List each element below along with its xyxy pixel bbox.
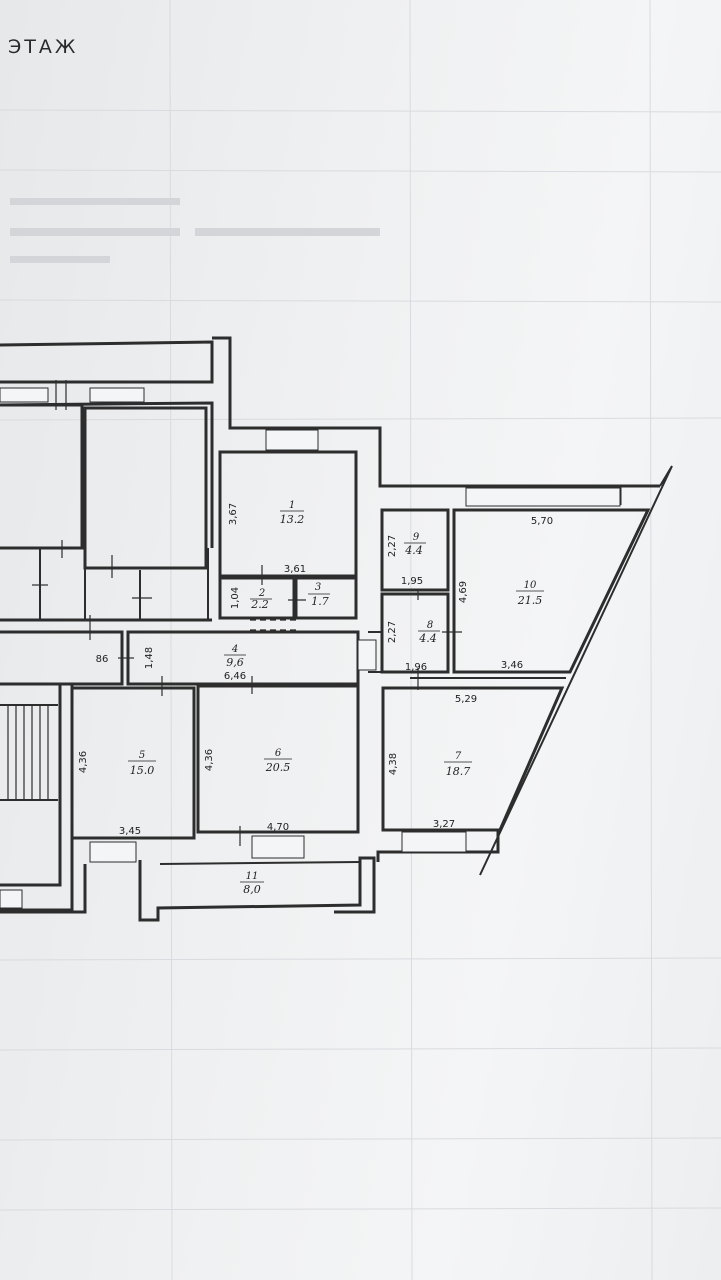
room-4-number: 4	[231, 644, 238, 655]
dim-room7-bottom: 3,27	[433, 819, 455, 830]
room-11-area: 8,0	[243, 883, 261, 896]
room-8-number: 8	[427, 620, 433, 631]
stair-steps	[7, 705, 49, 800]
dim-room6-width: 4,70	[267, 822, 289, 833]
dim-room2-height: 1,04	[230, 587, 241, 609]
room-4-label: 4 9,6	[224, 644, 246, 669]
room-11-number: 11	[246, 871, 259, 882]
room-9-number: 9	[413, 532, 420, 543]
dim-room5-height: 4,36	[78, 751, 89, 773]
room-1-area: 13.2	[280, 513, 305, 526]
room-5-area: 15.0	[130, 764, 155, 777]
room-6-area: 20.5	[265, 761, 291, 774]
room-3-number: 3	[315, 582, 321, 593]
door-marks	[32, 380, 462, 846]
faded-print	[10, 198, 380, 263]
walls	[0, 336, 673, 922]
room-5-number: 5	[139, 750, 145, 761]
dim-room10-height: 4,69	[458, 581, 469, 603]
room-1-label: 1 13.2	[280, 500, 305, 526]
dim-room8-height: 2,27	[387, 621, 398, 643]
dim-room5-width: 3,45	[119, 826, 141, 837]
dim-room9-width: 1,95	[401, 576, 423, 587]
dim-room4-height: 1,48	[144, 647, 155, 669]
dim-room8-width: 1,96	[405, 662, 427, 673]
room-10-area: 21.5	[517, 594, 543, 607]
dim-room7-height: 4,38	[388, 753, 399, 775]
room-9-area: 4.4	[404, 544, 423, 557]
room-2-area: 2.2	[250, 598, 269, 611]
room-10-number: 10	[524, 580, 537, 591]
room-labels: 1 13.2 2 2.2 3 1.7 4 9,6 5 15.0 6 20.5	[128, 500, 544, 896]
page-title: ЭТАЖ	[8, 36, 79, 58]
dim-room1-height: 3,67	[228, 503, 239, 525]
room-7-area: 18.7	[446, 765, 471, 778]
dim-left: 86	[96, 654, 109, 665]
dim-room7-top: 5,29	[455, 694, 477, 705]
room-10-label: 10 21.5	[516, 580, 544, 607]
dim-room10-bottom: 3,46	[501, 660, 523, 671]
room-3-label: 3 1.7	[308, 582, 330, 608]
room-5-label: 5 15.0	[128, 750, 156, 777]
room-1-number: 1	[289, 500, 295, 511]
dim-room4-width: 6,46	[224, 671, 246, 682]
room-11-label: 11 8,0	[240, 871, 264, 896]
room-6-number: 6	[275, 748, 282, 759]
windows	[0, 387, 621, 909]
room-2-label: 2 2.2	[250, 588, 272, 611]
dim-room6-height: 4,36	[204, 749, 215, 771]
room-9-label: 9 4.4	[404, 532, 426, 557]
room-8-area: 4.4	[418, 632, 437, 645]
room-7-number: 7	[455, 751, 462, 762]
dim-room10-top: 5,70	[531, 516, 553, 527]
dim-room1-width: 3,61	[284, 564, 306, 575]
dimension-labels: 3,67 3,61 1,04 1,48 6,46 86 4,36 3,45 4,…	[78, 503, 553, 837]
room-8-label: 8 4.4	[418, 620, 440, 645]
room-4-area: 9,6	[226, 656, 244, 669]
dim-room9-height: 2,27	[387, 535, 398, 557]
room-7-label: 7 18.7	[444, 751, 472, 778]
room-6-label: 6 20.5	[264, 748, 292, 774]
room-3-area: 1.7	[311, 595, 329, 608]
room-2-number: 2	[258, 588, 265, 599]
